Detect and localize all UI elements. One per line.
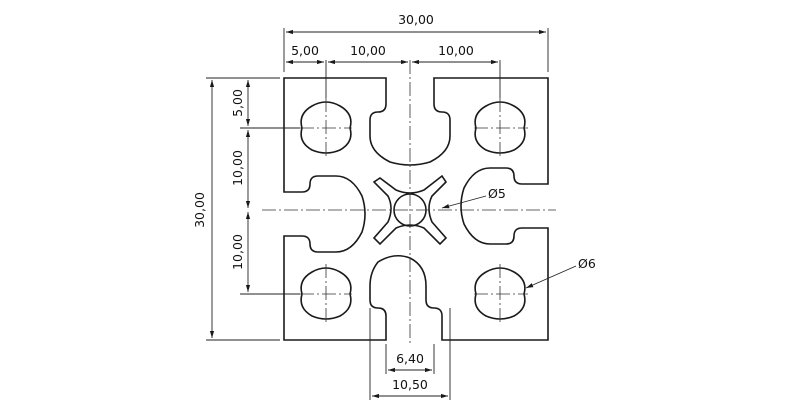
dim-center-bore-label: Ø5 — [488, 186, 506, 201]
dim-top-row: 5,00 10,00 10,00 — [286, 43, 501, 98]
dim-slot-opening-label: 6,40 — [396, 351, 424, 366]
profile-outline — [283, 77, 549, 341]
dim-vertical-pitch-upper-label: 10,00 — [230, 150, 245, 186]
dim-slot: 6,40 10,50 — [369, 308, 451, 400]
dim-slot-width-label: 10,50 — [392, 377, 428, 392]
dim-left-row: 5,00 10,00 10,00 — [230, 80, 300, 295]
dim-overall-height-label: 30,00 — [192, 192, 207, 228]
dim-top-pitch-right-label: 10,00 — [438, 43, 474, 58]
dim-corner-bore: Ø6 — [525, 256, 596, 289]
dim-corner-bore-label: Ø6 — [578, 256, 596, 271]
dim-left-offset-vertical-label: 5,00 — [230, 89, 245, 117]
dim-left-offset-label: 5,00 — [291, 43, 319, 58]
dim-overall-width-label: 30,00 — [398, 12, 434, 27]
corner-chambers — [296, 92, 372, 176]
center-lines — [262, 60, 556, 346]
dim-overall-height: 30,00 — [192, 77, 280, 341]
dim-vertical-pitch-lower-label: 10,00 — [230, 234, 245, 270]
dim-overall-width: 30,00 — [283, 12, 549, 72]
dim-top-pitch-left-label: 10,00 — [350, 43, 386, 58]
dim-center-bore: Ø5 — [441, 186, 506, 209]
